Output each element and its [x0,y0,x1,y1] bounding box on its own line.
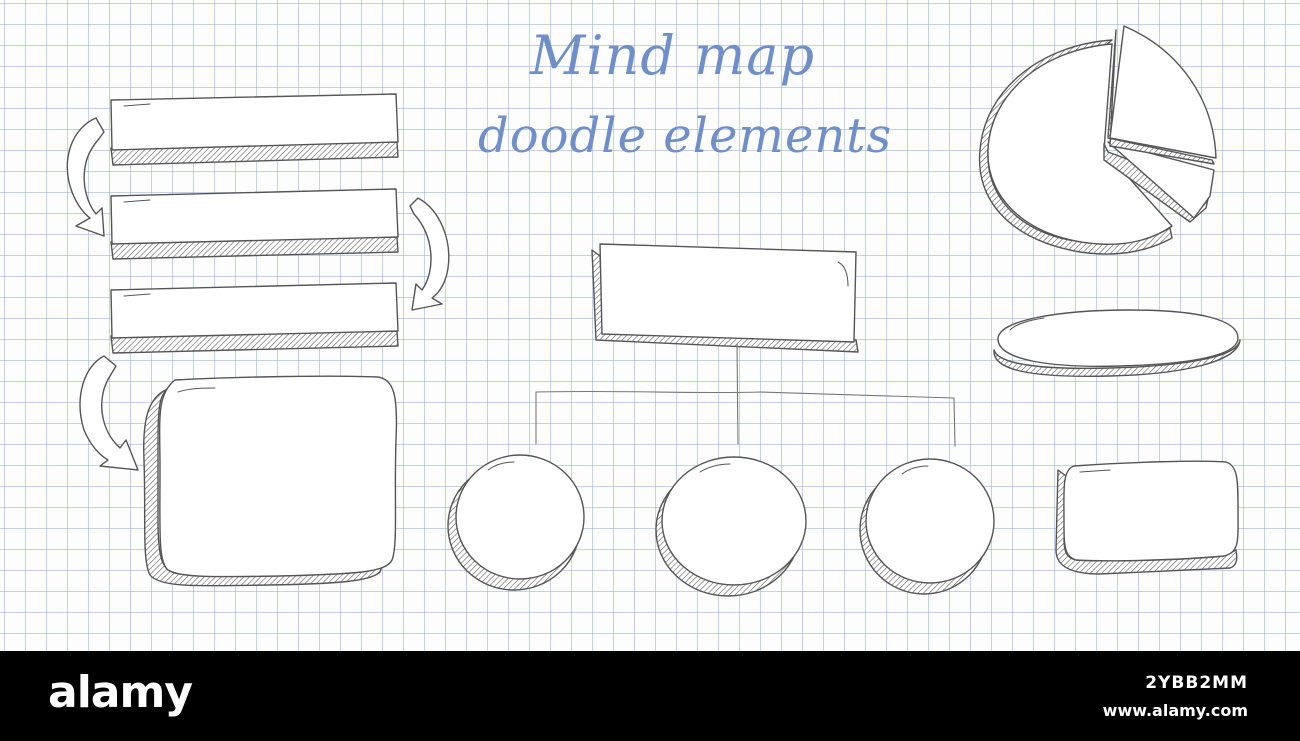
title-line-2: doodle elements [478,108,893,164]
doodle-elements [66,25,1241,597]
large-rounded-box [143,375,398,587]
circle-node-2 [655,456,807,597]
grid-paper-background: Mind map doodle elements [0,0,1300,651]
pie-chart-icon [978,25,1217,255]
bar-box-3 [110,282,399,354]
curved-arrow-icon [409,197,450,311]
brand-logo: alamy [48,667,193,718]
image-id-label: 2YBB2MM [1145,673,1248,693]
bar-box-2 [110,188,399,260]
curved-arrow-icon [66,117,105,237]
title-line-1: Mind map [530,24,816,87]
tree-connector-lines [535,343,956,447]
pill-shape [993,309,1241,377]
watermark-footer: alamy 2YBB2MM www.alamy.com [0,651,1300,741]
small-rounded-box [1055,460,1239,575]
center-box [591,243,859,353]
bar-box-1 [110,93,399,166]
curved-arrow-icon [79,355,139,471]
circle-node-3 [859,458,995,595]
circle-node-1 [447,454,585,591]
site-url-label: www.alamy.com [1102,701,1248,720]
